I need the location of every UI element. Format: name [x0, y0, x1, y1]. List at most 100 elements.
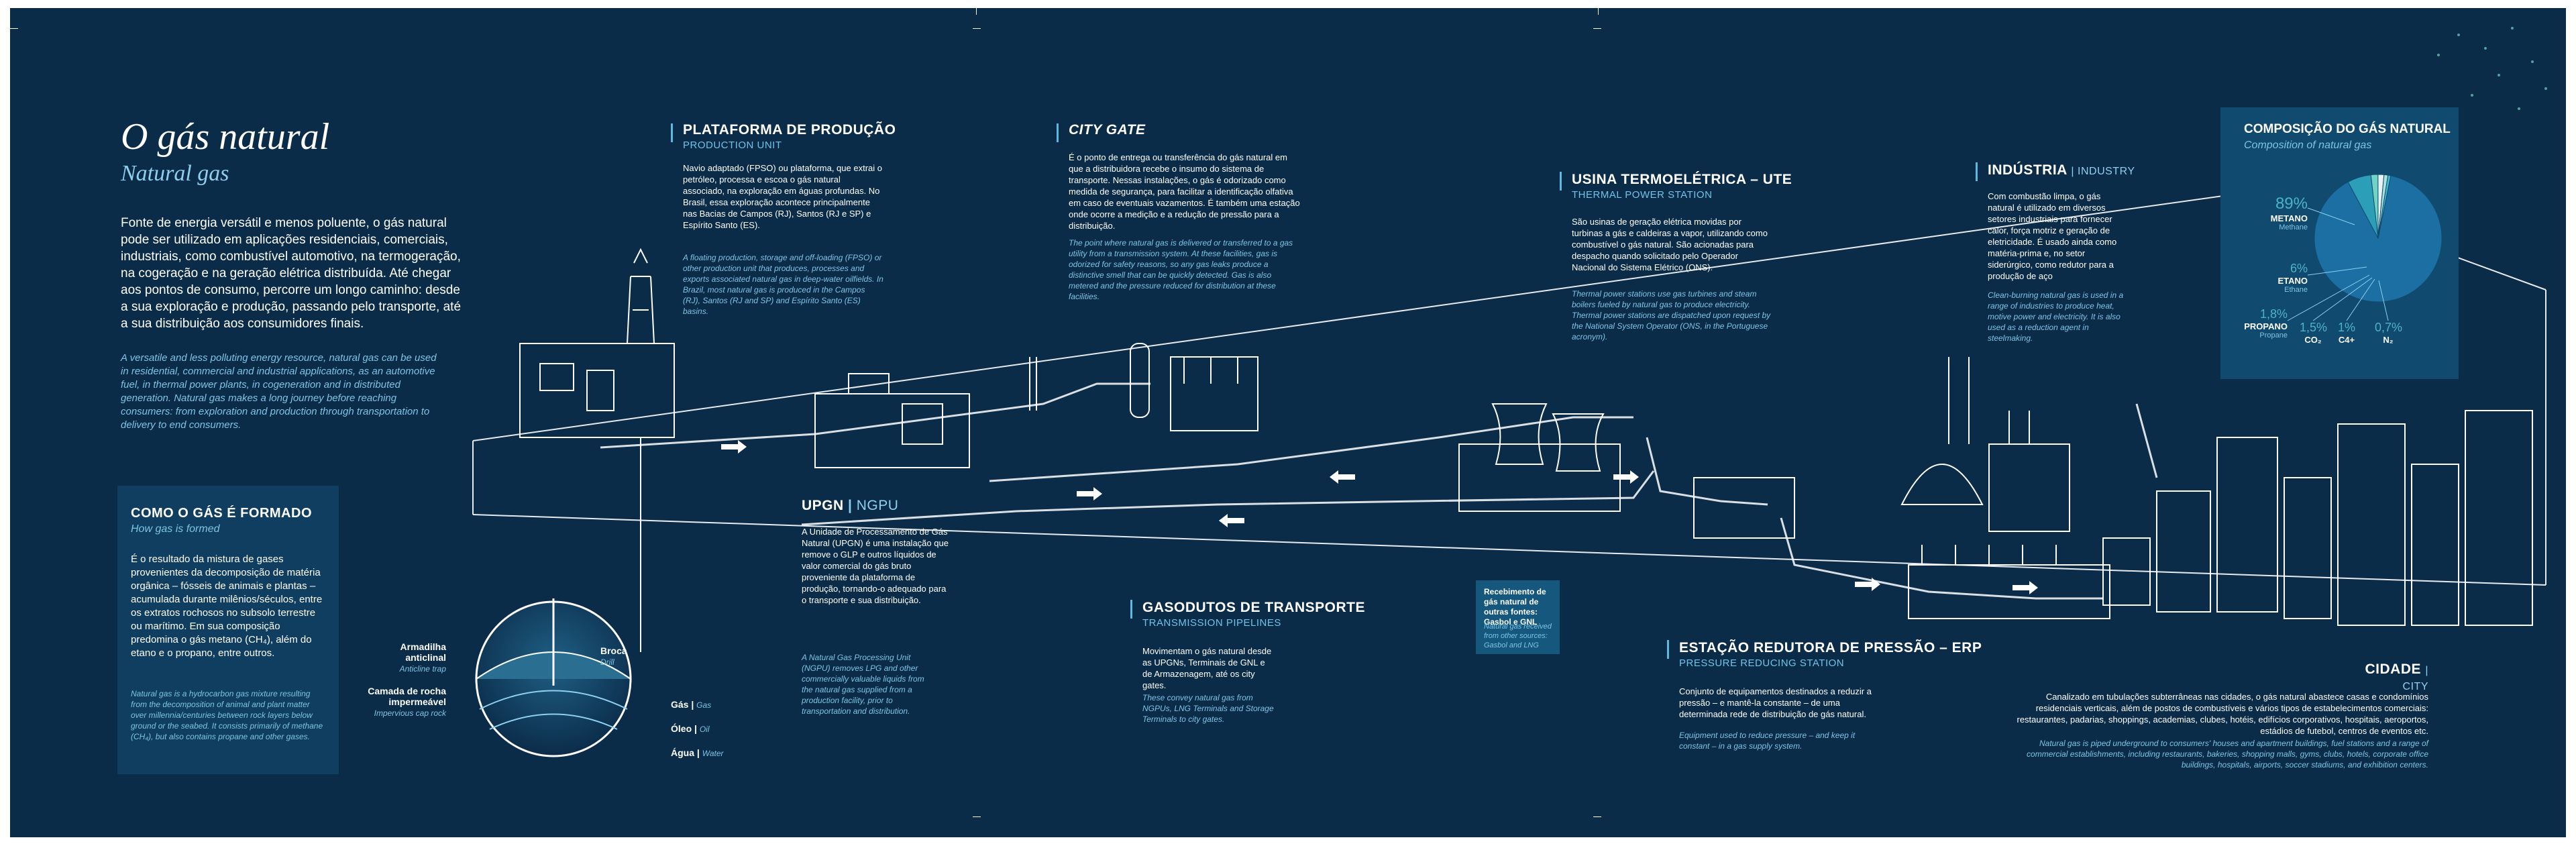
thermal-title: USINA TERMOELÉTRICA – UTE [1572, 172, 1792, 187]
legend-name: N₂ [2383, 335, 2394, 345]
pipeline [600, 382, 2158, 600]
crop-mark [10, 28, 18, 29]
legend-item-4: 1%C4+ [2333, 321, 2360, 345]
thermal-marker [1560, 172, 1562, 191]
legend-name: PROPANO [2244, 321, 2288, 331]
pipeline-illustration [472, 27, 2547, 757]
legend-name: ETANO [2277, 276, 2308, 286]
composition-title-en: Composition of natural gas [2244, 140, 2372, 151]
intro-text: Fonte de energia versátil e menos poluen… [121, 216, 462, 331]
crop-mark [973, 816, 981, 817]
thermal-text-en: Thermal power stations use gas turbines … [1572, 289, 1771, 341]
citygate-text: É o ponto de entrega ou transferência do… [1069, 152, 1300, 231]
citygate-title: CITY GATE [1069, 122, 1146, 138]
formation-box: COMO O GÁS É FORMADO How gas is formed É… [117, 486, 339, 774]
legend-percent: 1,5% [2300, 321, 2328, 334]
platform-text-en: A floating production, storage and off-l… [683, 253, 883, 316]
city-title: CIDADE | CITY [2365, 661, 2428, 692]
erp-text-en: Equipment used to reduce pressure – and … [1679, 731, 1856, 751]
pie-leader-line-1 [2307, 266, 2367, 276]
legend-name-en: Methane [2279, 223, 2308, 231]
legend-percent: 6% [2290, 262, 2308, 275]
formation-title-en: How gas is formed [131, 523, 220, 535]
pie-slice-5 [2377, 174, 2392, 239]
upgn-plant [814, 357, 1037, 468]
oil-layer-label: Óleo | Oil [671, 723, 710, 734]
pie-leader-line-2 [2287, 274, 2370, 321]
legend-item-5: 0,7%N₂ [2375, 321, 2402, 345]
legend-percent: 1% [2337, 321, 2355, 334]
legend-name: METANO [2270, 213, 2308, 223]
formation-text-en: Natural gas is a hydrocarbon gas mixture… [131, 689, 323, 741]
reservoir-circle [475, 598, 632, 757]
legend-name: C4+ [2338, 335, 2355, 345]
formation-text: É o resultado da mistura de gases proven… [131, 553, 323, 659]
erp-marker [1667, 640, 1669, 659]
water-layer-label: Água | Water [671, 747, 724, 758]
platform-sub: PRODUCTION UNIT [683, 140, 782, 151]
industry-marker [1976, 162, 1978, 181]
upgn-text: A Unidade de Processamento de Gás Natura… [802, 527, 949, 605]
pie-leader-line-3 [2312, 277, 2373, 321]
pipelines-marker [1130, 600, 1132, 619]
flow-arrows [721, 440, 2038, 594]
received-box: Recebimento de gás natural de outras fon… [1476, 580, 1560, 654]
platform-title: PLATAFORMA DE PRODUÇÃO [683, 122, 896, 138]
legend-name-en: Propane [2259, 331, 2288, 339]
erp-plant [1693, 477, 2110, 619]
pipelines-sub: TRANSMISSION PIPELINES [1142, 617, 1281, 629]
formation-title: COMO O GÁS É FORMADO [131, 506, 312, 521]
page-title-en: Natural gas [121, 161, 229, 186]
industry-title: INDÚSTRIA | INDUSTRY [1988, 162, 2135, 178]
city-text-en: Natural gas is piped underground to cons… [2027, 739, 2428, 770]
city-buildings [2102, 410, 2533, 626]
industry-text: Com combustão limpa, o gás natural é uti… [1988, 191, 2117, 281]
erp-sub: PRESSURE REDUCING STATION [1679, 657, 1845, 669]
crop-mark [1598, 8, 1599, 15]
citygate-marker [1057, 123, 1059, 142]
pie-slice-0 [2314, 175, 2443, 303]
upgn-title: UPGN | NGPU [802, 498, 899, 513]
page-title: O gás natural [121, 116, 330, 158]
received-text: Recebimento de gás natural de outras fon… [1484, 587, 1546, 627]
upgn-text-en: A Natural Gas Processing Unit (NGPU) rem… [802, 653, 924, 716]
crop-mark [1593, 28, 1601, 29]
erp-text: Conjunto de equipamentos destinados a re… [1679, 686, 1872, 719]
industry-text-en: Clean-burning natural gas is used in a r… [1988, 290, 2124, 343]
thermal-plant [1458, 403, 1621, 512]
sparkle-dots [2437, 27, 2547, 110]
platform-text: Navio adaptado (FPSO) ou plataforma, que… [683, 163, 882, 230]
thermal-text: São usinas de geração elétrica movidas p… [1572, 217, 1768, 272]
crop-mark [1593, 816, 1601, 817]
composition-pie [2287, 174, 2443, 321]
platform-marker [671, 123, 673, 142]
legend-percent: 89% [2275, 195, 2308, 213]
thermal-sub: THERMAL POWER STATION [1572, 189, 1713, 201]
pie-leader-line-5 [2378, 280, 2389, 321]
composition-panel: COMPOSIÇÃO DO GÁS NATURAL Composition of… [2220, 107, 2459, 379]
platform-structure [519, 248, 675, 652]
legend-percent: 1,8% [2259, 307, 2288, 321]
crop-mark [973, 28, 981, 29]
pipelines-title: GASODUTOS DE TRANSPORTE [1142, 600, 1365, 615]
received-text-en: Natural gas received from other sources:… [1484, 623, 1552, 649]
legend-percent: 0,7% [2375, 321, 2403, 334]
intro-text-en: A versatile and less polluting energy re… [121, 352, 437, 431]
city-text: Canalizado em tubulações subterrâneas na… [2017, 692, 2428, 736]
pipelines-text: Movimentam o gás natural desde as UPGNs,… [1142, 646, 1272, 690]
gas-layer-label: Gás | Gas [671, 699, 712, 710]
composition-title: COMPOSIÇÃO DO GÁS NATURAL [2244, 122, 2451, 136]
legend-item-3: 1,5%CO₂ [2300, 321, 2328, 345]
citygate-plant [1130, 343, 1258, 431]
pie-leader-line-0 [2307, 207, 2355, 225]
legend-name-en: Ethane [2284, 286, 2308, 294]
legend-name: CO₂ [2304, 335, 2322, 345]
crop-mark [976, 8, 977, 15]
erp-title: ESTAÇÃO REDUTORA DE PRESSÃO – ERP [1679, 640, 1982, 655]
poster: O gás natural Natural gas Fonte de energ… [10, 8, 2566, 837]
